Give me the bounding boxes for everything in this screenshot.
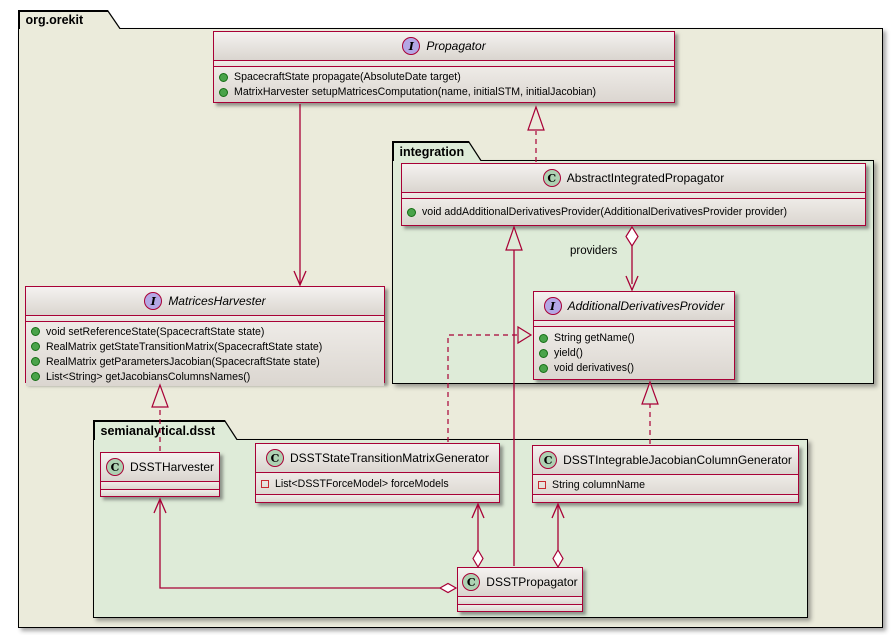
class-title-dsst-harvester: C DSSTHarvester <box>101 453 219 482</box>
class-icon: C <box>539 451 558 469</box>
method-row: yield() <box>539 346 729 361</box>
package-name-org-orekit: org.orekit <box>25 13 84 28</box>
class-title-propagator: I Propagator <box>214 32 674 61</box>
method-row: void addAdditionalDerivativesProvider(Ad… <box>407 205 860 220</box>
class-box-dsst-state-transition-matrix-generator: C DSSTStateTransitionMatrixGenerator Lis… <box>255 443 500 503</box>
class-box-dsst-harvester: C DSSTHarvester <box>100 452 220 497</box>
method-text: void derivatives() <box>554 362 635 374</box>
field-icon <box>261 479 269 488</box>
package-name-integration: integration <box>399 144 465 159</box>
fields-compartment-empty <box>26 316 384 322</box>
field-text: List<DSSTForceModel> forceModels <box>275 477 449 490</box>
public-method-icon <box>539 348 548 358</box>
class-box-propagator: I Propagator SpacecraftState propagate(A… <box>213 31 675 103</box>
interface-icon: I <box>402 37 421 55</box>
method-row: RealMatrix getStateTransitionMatrix(Spac… <box>31 339 379 354</box>
class-name: DSSTHarvester <box>129 460 215 474</box>
class-title-matrices-harvester: I MatricesHarvester <box>26 287 384 316</box>
methods-compartment: void addAdditionalDerivativesProvider(Ad… <box>402 199 865 225</box>
class-box-abstract-integrated-propagator: C AbstractIntegratedPropagator void addA… <box>401 163 866 226</box>
fields-compartment: List<DSSTForceModel> forceModels <box>256 473 499 495</box>
method-text: void addAdditionalDerivativesProvider(Ad… <box>422 206 788 218</box>
class-box-matrices-harvester: I MatricesHarvester void setReferenceSta… <box>25 286 385 386</box>
method-text: List<String> getJacobiansColumnsNames() <box>46 370 251 383</box>
class-name: DSSTPropagator <box>486 575 578 589</box>
class-title-dsst-state-transition-matrix-generator: C DSSTStateTransitionMatrixGenerator <box>256 444 499 473</box>
class-name: AbstractIntegratedPropagator <box>566 171 725 185</box>
class-icon: C <box>542 169 561 187</box>
public-method-icon <box>31 327 40 336</box>
method-row: SpacecraftState propagate(AbsoluteDate t… <box>219 70 669 85</box>
class-box-dsst-integrable-jacobian-column-generator: C DSSTIntegrableJacobianColumnGenerator … <box>532 445 799 503</box>
field-row: String columnName <box>538 477 793 492</box>
class-icon: C <box>266 449 285 467</box>
class-title-dsst-propagator: C DSSTPropagator <box>458 568 582 597</box>
class-title-additional-derivatives-provider: I AdditionalDerivativesProvider <box>534 292 734 321</box>
methods-compartment: String getName() yield() void derivative… <box>534 327 734 379</box>
method-text: RealMatrix getStateTransitionMatrix(Spac… <box>46 340 323 353</box>
methods-compartment: void setReferenceState(SpacecraftState s… <box>26 322 384 386</box>
interface-icon: I <box>543 297 562 315</box>
methods-compartment-empty <box>533 495 798 502</box>
fields-compartment-empty <box>214 61 674 67</box>
fields-compartment-empty <box>402 193 865 199</box>
package-tab-integration: integration <box>392 141 482 161</box>
public-method-icon <box>539 333 548 343</box>
field-icon <box>538 480 546 489</box>
methods-compartment-empty <box>256 495 499 502</box>
method-text: MatrixHarvester setupMatricesComputation… <box>234 86 597 98</box>
class-icon: C <box>105 458 124 476</box>
public-method-icon <box>219 87 228 97</box>
class-box-additional-derivatives-provider: I AdditionalDerivativesProvider String g… <box>533 291 735 380</box>
method-text: void setReferenceState(SpacecraftState s… <box>46 325 265 338</box>
method-row: RealMatrix getParametersJacobian(Spacecr… <box>31 354 379 369</box>
public-method-icon <box>31 342 40 351</box>
methods-compartment-empty <box>458 603 582 611</box>
method-row: String getName() <box>539 331 729 346</box>
methods-compartment: SpacecraftState propagate(AbsoluteDate t… <box>214 67 674 102</box>
fields-compartment-empty <box>458 597 582 604</box>
method-row: MatrixHarvester setupMatricesComputation… <box>219 85 669 100</box>
public-method-icon <box>407 207 416 217</box>
class-box-dsst-propagator: C DSSTPropagator <box>457 567 583 612</box>
fields-compartment-empty <box>101 482 219 489</box>
public-method-icon <box>31 372 40 381</box>
class-title-abstract-integrated-propagator: C AbstractIntegratedPropagator <box>402 164 865 193</box>
method-text: RealMatrix getParametersJacobian(Spacecr… <box>46 355 320 368</box>
method-text: SpacecraftState propagate(AbsoluteDate t… <box>234 71 461 83</box>
class-name: DSSTStateTransitionMatrixGenerator <box>290 451 489 465</box>
public-method-icon <box>219 72 228 82</box>
class-name: Propagator <box>426 39 486 53</box>
class-icon: C <box>462 573 481 591</box>
method-row: void derivatives() <box>539 361 729 376</box>
fields-compartment: String columnName <box>533 475 798 495</box>
class-name: DSSTIntegrableJacobianColumnGenerator <box>563 453 792 467</box>
method-row: List<String> getJacobiansColumnsNames() <box>31 369 379 384</box>
field-row: List<DSSTForceModel> forceModels <box>261 476 494 491</box>
package-tab-org-orekit: org.orekit <box>18 10 121 29</box>
field-text: String columnName <box>552 478 646 491</box>
package-tab-semianalytical-dsst: semianalytical.dsst <box>93 420 238 440</box>
method-row: void setReferenceState(SpacecraftState s… <box>31 324 379 339</box>
interface-icon: I <box>144 292 163 310</box>
method-text: String getName() <box>554 332 635 344</box>
class-name: AdditionalDerivativesProvider <box>567 299 725 313</box>
edge-label-providers: providers <box>570 245 618 257</box>
methods-compartment-empty <box>101 488 219 496</box>
method-text: yield() <box>554 347 583 359</box>
fields-compartment-empty <box>534 321 734 327</box>
class-title-dsst-integrable-jacobian-column-generator: C DSSTIntegrableJacobianColumnGenerator <box>533 446 798 475</box>
class-name: MatricesHarvester <box>168 294 266 308</box>
package-name-semianalytical-dsst: semianalytical.dsst <box>100 423 216 438</box>
public-method-icon <box>539 363 548 373</box>
public-method-icon <box>31 357 40 366</box>
